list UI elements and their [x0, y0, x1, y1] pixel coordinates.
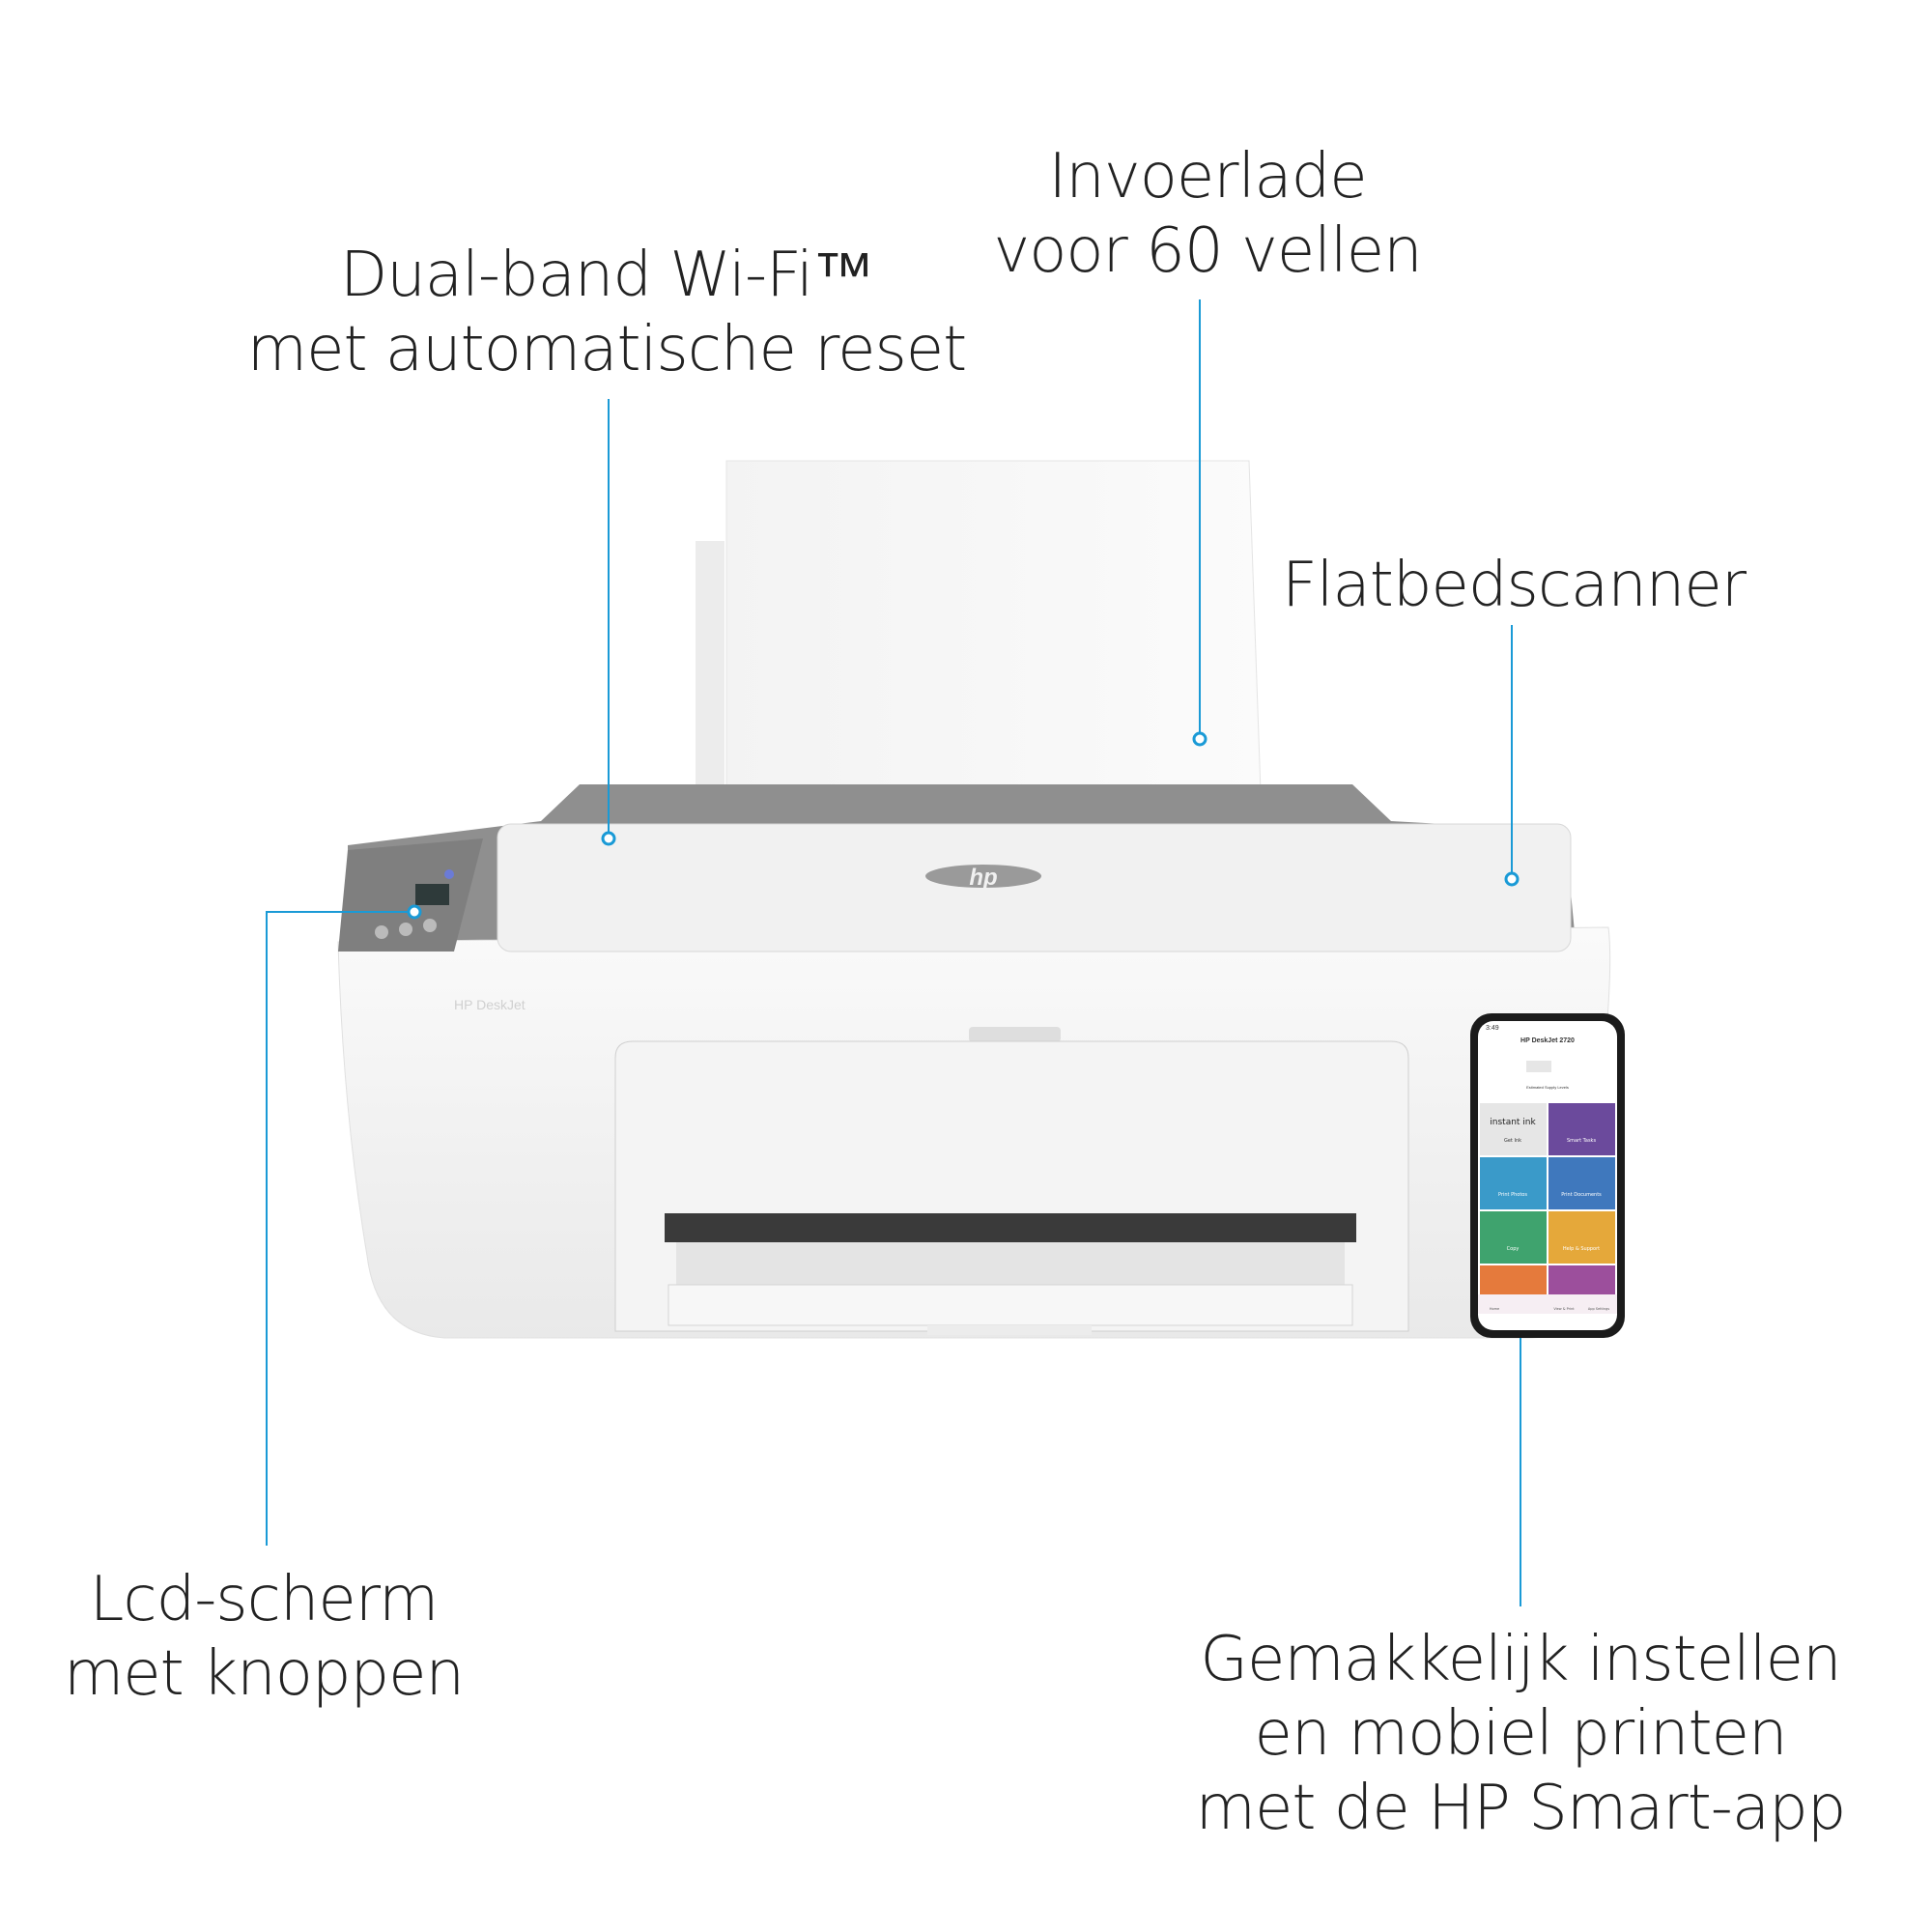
app-tile-label: Print Documents: [1561, 1192, 1602, 1198]
callout-app-line3: met de HP Smart-app: [1195, 1773, 1847, 1844]
callout-app: Gemakkelijk instellen en mobiel printen …: [1195, 1623, 1847, 1846]
callout-lcd-line1: Lcd-scherm: [89, 1564, 440, 1635]
output-tray: [665, 1213, 1356, 1335]
lcd-screen: [415, 884, 449, 905]
callout-lcd: Lcd-scherm met knoppen: [63, 1563, 465, 1712]
app-tile-label: Copy: [1507, 1246, 1520, 1252]
printer-thumbnail: [1526, 1061, 1551, 1072]
input-tray-paper: [696, 460, 1262, 793]
app-tile-label: Print Photos: [1498, 1192, 1527, 1198]
phone-nav-item: Home: [1490, 1307, 1499, 1311]
model-label: HP DeskJet: [454, 997, 526, 1012]
app-tile: [1480, 1157, 1547, 1209]
app-tile: [1480, 1103, 1547, 1155]
svg-text:hp: hp: [969, 865, 997, 891]
app-tile: [1480, 1211, 1547, 1264]
hp-logo: hp: [925, 865, 1041, 891]
smartphone: 3:49 HP DeskJet 2720 Estimated Supply Le…: [1470, 1013, 1625, 1338]
callout-wifi-line1: Dual-band Wi-Fi™: [340, 240, 874, 311]
callout-lcd-line2: met knoppen: [63, 1638, 465, 1710]
app-tile-label: Get Ink: [1504, 1138, 1521, 1144]
callout-tray: Invoerlade voor 60 vellen: [993, 140, 1422, 289]
callout-wifi-line2: met automatische reset: [246, 314, 968, 385]
phone-nav-item: App Settings: [1588, 1307, 1609, 1311]
supply-label: Estimated Supply Levels: [1526, 1085, 1569, 1090]
callout-app-line1: Gemakkelijk instellen: [1200, 1624, 1841, 1695]
door-handle: [969, 1027, 1061, 1042]
callout-scanner-line1: Flatbedscanner: [1281, 550, 1747, 621]
callout-app-line2: en mobiel printen: [1254, 1698, 1788, 1770]
scanner-lid: [497, 823, 1572, 952]
phone-time: 3:49: [1486, 1025, 1499, 1032]
phone-nav-item: View & Print: [1553, 1307, 1575, 1311]
callout-tray-line2: voor 60 vellen: [993, 215, 1422, 287]
app-tile: [1548, 1157, 1615, 1209]
app-tile-label: Help & Support: [1563, 1246, 1600, 1252]
callout-wifi: Dual-band Wi-Fi™ met automatische reset: [246, 239, 968, 387]
callout-lines: [266, 299, 1521, 1606]
control-panel: [338, 838, 483, 952]
app-tile: [1548, 1211, 1615, 1264]
callout-tray-line1: Invoerlade: [1048, 141, 1367, 213]
callout-scanner: Flatbedscanner: [1281, 549, 1747, 623]
app-tile: [1548, 1103, 1615, 1155]
phone-title: HP DeskJet 2720: [1520, 1037, 1575, 1044]
instant-ink-logo: instant ink: [1490, 1118, 1536, 1127]
app-tile-label: Smart Tasks: [1567, 1138, 1597, 1144]
